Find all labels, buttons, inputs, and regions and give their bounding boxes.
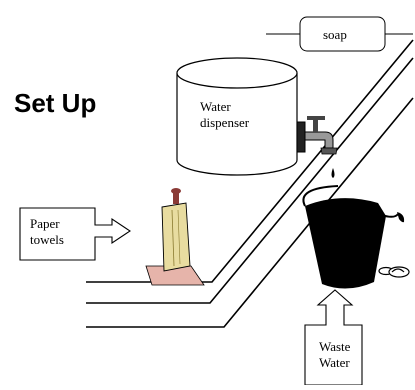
paper-towel-roll-icon [146, 188, 204, 285]
waste-water-arrow-box [305, 290, 362, 385]
paper-towels-label-line2: towels [30, 232, 64, 247]
waste-water-label-line2: Water [319, 355, 350, 370]
soap-bar-icon [379, 267, 409, 277]
water-drop-icon [332, 168, 335, 178]
waste-water-label-line1: Waste [319, 339, 350, 354]
waste-water-callout [305, 290, 362, 385]
faucet-icon [297, 116, 337, 154]
water-dispenser-label-line2: dispenser [200, 115, 249, 130]
soap-label: soap [323, 27, 347, 42]
diagram-title: Set Up [14, 88, 96, 119]
dispenser-top [177, 58, 297, 88]
water-dispenser-label-line1: Water [200, 99, 231, 114]
paper-towels-label-line1: Paper [30, 216, 60, 231]
